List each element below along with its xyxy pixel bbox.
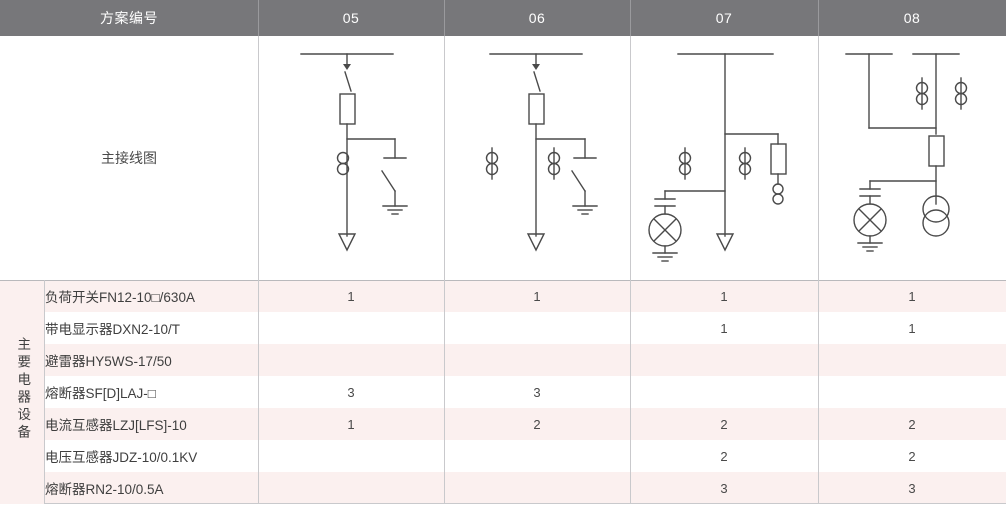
cell-05-load-switch: 1 bbox=[258, 280, 444, 312]
schematic-08 bbox=[845, 53, 968, 252]
cable-arrow-05 bbox=[337, 233, 357, 252]
load-switch-blade-06 bbox=[533, 71, 541, 92]
transformer-08-w1 bbox=[922, 195, 950, 223]
cell-08-voltage-indicator: 1 bbox=[818, 312, 1006, 344]
cable-arrow-07 bbox=[715, 233, 735, 252]
table-header-row: 方案编号 05 06 07 08 bbox=[0, 0, 1006, 36]
ct-07-c2 bbox=[772, 193, 784, 205]
cell-07-arrester bbox=[630, 344, 818, 376]
table-row: 熔断器SF[D]LAJ-□ 3 3 bbox=[0, 376, 1006, 408]
cell-08-fuse-sfd bbox=[818, 376, 1006, 408]
schematic-06 bbox=[485, 53, 598, 252]
table-row: 带电显示器DXN2-10/T 1 1 bbox=[0, 312, 1006, 344]
header-column-07: 07 bbox=[630, 0, 818, 36]
scheme-spec-table: 方案编号 05 06 07 08 主接线图 bbox=[0, 0, 1006, 504]
row-label-current-transformer: 电流互感器LZJ[LFS]-10 bbox=[45, 408, 258, 440]
table-row: 电流互感器LZJ[LFS]-10 1 2 2 2 bbox=[0, 408, 1006, 440]
cell-06-voltage-transformer bbox=[444, 440, 630, 472]
header-column-08: 08 bbox=[818, 0, 1006, 36]
cell-05-voltage-transformer bbox=[258, 440, 444, 472]
cell-06-current-transformer: 2 bbox=[444, 408, 630, 440]
cell-07-voltage-transformer: 2 bbox=[630, 440, 818, 472]
row-label-load-switch: 负荷开关FN12-10□/630A bbox=[45, 280, 258, 312]
cell-08-load-switch: 1 bbox=[818, 280, 1006, 312]
header-column-05: 05 bbox=[258, 0, 444, 36]
cell-05-fuse-rn2 bbox=[258, 472, 444, 504]
cell-05-arrester bbox=[258, 344, 444, 376]
table-row: 电压互感器JDZ-10/0.1KV 2 2 bbox=[0, 440, 1006, 472]
switch-contact-06 bbox=[532, 64, 540, 70]
schematic-05 bbox=[300, 53, 408, 252]
cell-07-voltage-indicator: 1 bbox=[630, 312, 818, 344]
cable-arrow-06 bbox=[526, 233, 546, 252]
row-label-arrester: 避雷器HY5WS-17/50 bbox=[45, 344, 258, 376]
wiring-diagram-label: 主接线图 bbox=[0, 36, 258, 280]
cell-07-fuse-sfd bbox=[630, 376, 818, 408]
cell-06-fuse-sfd: 3 bbox=[444, 376, 630, 408]
side-label-cell: 主要电器设备 bbox=[0, 280, 45, 504]
schematic-07 bbox=[648, 53, 787, 262]
fuse-07 bbox=[770, 143, 787, 175]
cell-05-voltage-indicator bbox=[258, 312, 444, 344]
cell-06-arrester bbox=[444, 344, 630, 376]
wiring-diagram-08 bbox=[818, 36, 1006, 280]
cell-05-current-transformer: 1 bbox=[258, 408, 444, 440]
table-row: 避雷器HY5WS-17/50 bbox=[0, 344, 1006, 376]
cell-08-voltage-transformer: 2 bbox=[818, 440, 1006, 472]
row-label-voltage-transformer: 电压互感器JDZ-10/0.1KV bbox=[45, 440, 258, 472]
fuse-08 bbox=[928, 135, 945, 167]
cell-07-fuse-rn2: 3 bbox=[630, 472, 818, 504]
transformer-08-w2 bbox=[922, 209, 950, 237]
table-row: 主要电器设备 负荷开关FN12-10□/630A 1 1 1 1 bbox=[0, 280, 1006, 504]
cell-06-voltage-indicator bbox=[444, 312, 630, 344]
wiring-diagram-06 bbox=[444, 36, 630, 280]
cell-06-fuse-rn2 bbox=[444, 472, 630, 504]
cell-08-arrester bbox=[818, 344, 1006, 376]
fuse-05 bbox=[339, 93, 356, 125]
ct-07-c1 bbox=[772, 183, 784, 195]
wiring-diagram-row: 主接线图 bbox=[0, 36, 1006, 280]
fuse-06 bbox=[528, 93, 545, 125]
cell-08-current-transformer: 2 bbox=[818, 408, 1006, 440]
cell-08-fuse-rn2: 3 bbox=[818, 472, 1006, 504]
cell-06-load-switch: 1 bbox=[444, 280, 630, 312]
row-label-fuse-rn2: 熔断器RN2-10/0.5A bbox=[45, 472, 258, 504]
cell-07-load-switch: 1 bbox=[630, 280, 818, 312]
ct-05-b bbox=[336, 162, 350, 176]
earth-switch-blade-05 bbox=[381, 170, 396, 192]
cell-05-fuse-sfd: 3 bbox=[258, 376, 444, 408]
header-column-06: 06 bbox=[444, 0, 630, 36]
load-switch-blade-05 bbox=[344, 71, 352, 92]
table-row: 熔断器RN2-10/0.5A 3 3 bbox=[0, 472, 1006, 504]
header-scheme-number: 方案编号 bbox=[0, 0, 258, 36]
earth-switch-blade-06 bbox=[571, 170, 586, 192]
wiring-diagram-07 bbox=[630, 36, 818, 280]
switch-contact-05 bbox=[343, 64, 351, 70]
wiring-diagram-05 bbox=[258, 36, 444, 280]
row-label-voltage-indicator: 带电显示器DXN2-10/T bbox=[45, 312, 258, 344]
cell-07-current-transformer: 2 bbox=[630, 408, 818, 440]
side-label-text: 主要电器设备 bbox=[15, 337, 31, 442]
row-label-fuse-sfd: 熔断器SF[D]LAJ-□ bbox=[45, 376, 258, 408]
